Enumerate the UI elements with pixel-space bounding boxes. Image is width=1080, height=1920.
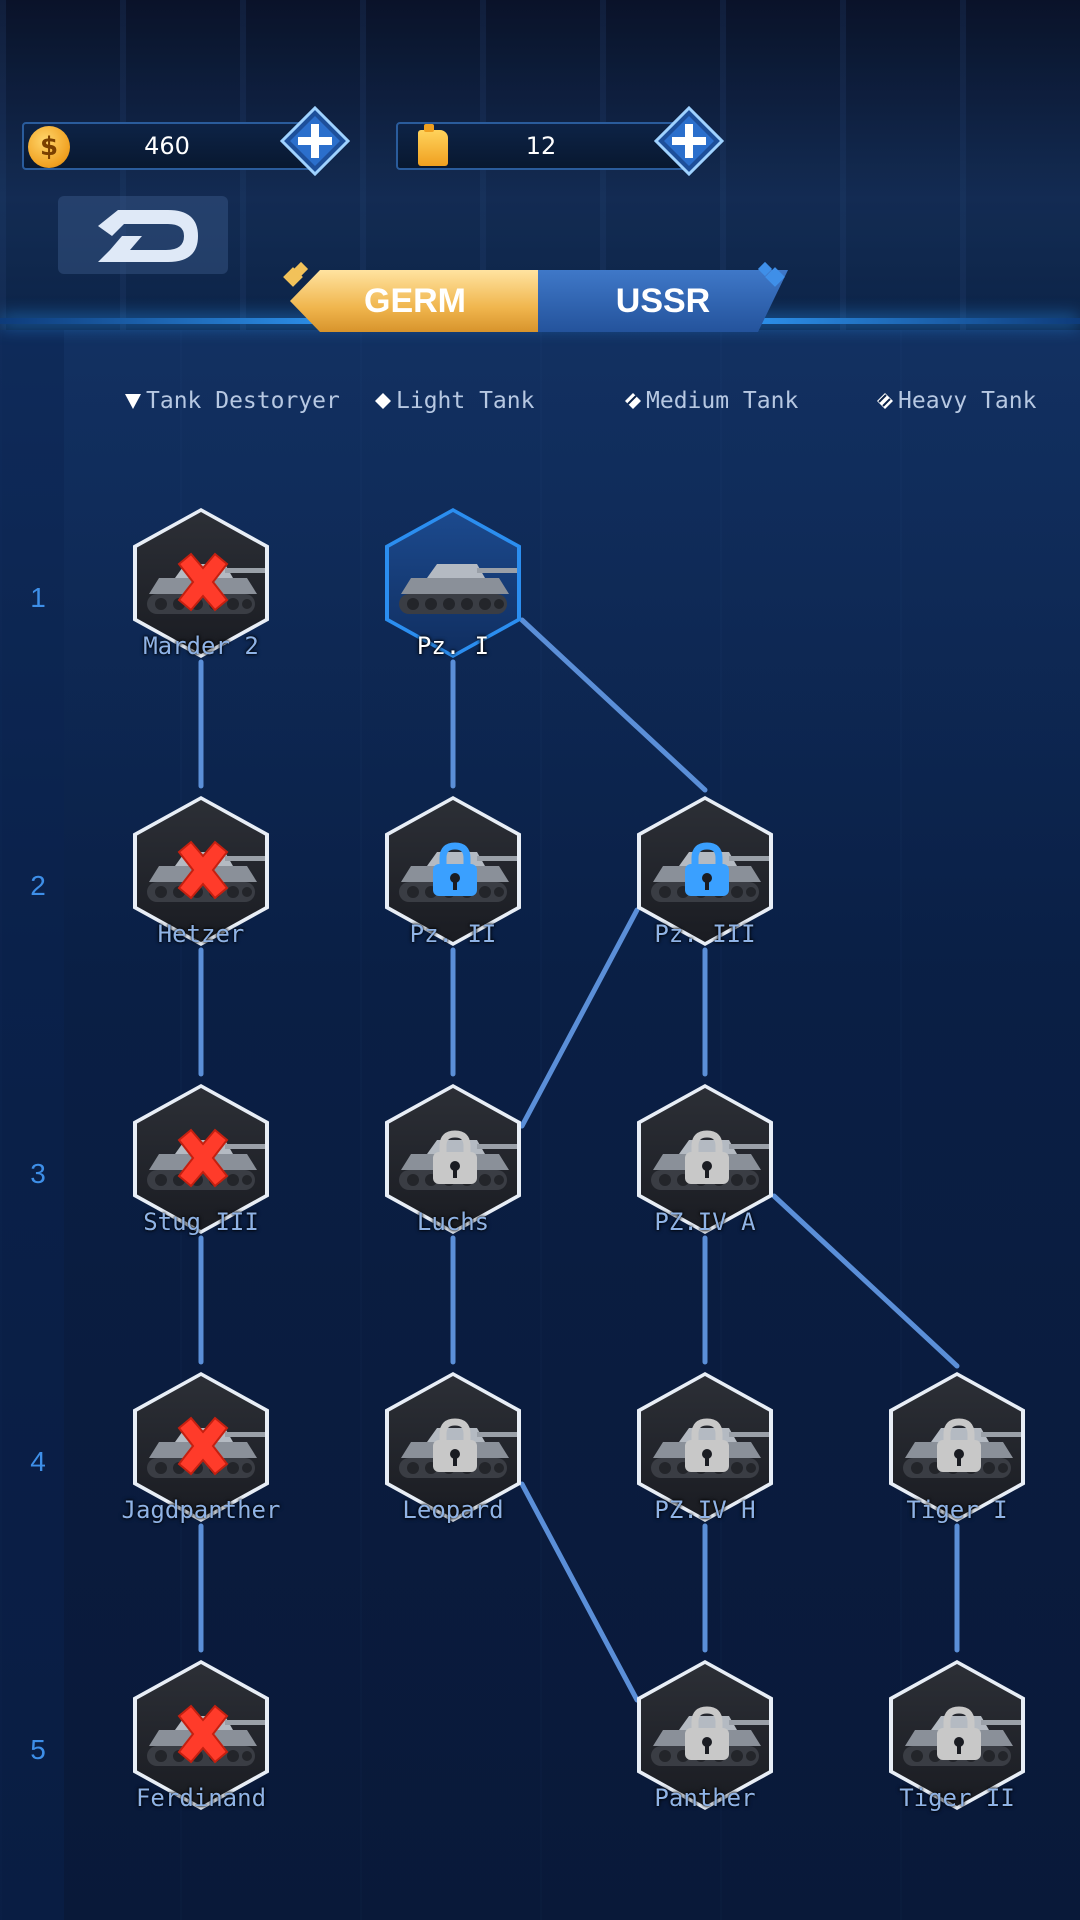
tank-node-pz1[interactable]: Pz. I — [373, 508, 533, 678]
red-x-icon — [177, 1704, 229, 1764]
tank-node-pz4h[interactable]: PZ.IV H — [625, 1372, 785, 1542]
grey-lock-icon — [685, 1706, 729, 1760]
add-gold-button[interactable] — [280, 106, 350, 176]
grey-lock-icon — [685, 1418, 729, 1472]
tier-label-2: 2 — [30, 870, 46, 901]
tank-icon — [651, 1140, 769, 1190]
tier-label-4: 4 — [30, 1446, 46, 1477]
tank-node-hetzer[interactable]: Hetzer — [121, 796, 281, 966]
legend-label: Tank Destoryer — [146, 388, 340, 414]
tank-name: Pz. III — [654, 920, 756, 948]
add-fuel-button[interactable] — [654, 106, 724, 176]
tank-name: Panther — [654, 1784, 756, 1812]
tank-name: Leopard — [402, 1496, 504, 1524]
tank-node-marder2[interactable]: Marder 2 — [121, 508, 281, 678]
tank-node-pz3[interactable]: Pz. III — [625, 796, 785, 966]
tank-name: Stug III — [143, 1208, 259, 1236]
fuel-amount: 12 — [525, 132, 557, 160]
tank-node-ferdinand[interactable]: Ferdinand — [121, 1660, 281, 1830]
legend-label: Light Tank — [396, 388, 535, 414]
tab-germ[interactable]: GERM — [290, 270, 540, 332]
tab-ussr[interactable]: USSR — [538, 270, 788, 332]
tank-name: Luchs — [416, 1208, 490, 1236]
legend-tank-destroyer: Tank Destoryer — [124, 386, 340, 416]
tank-name: PZ.IV H — [654, 1496, 756, 1524]
tank-node-panther[interactable]: Panther — [625, 1660, 785, 1830]
legend-label: Heavy Tank — [898, 388, 1037, 414]
tank-name: Pz. II — [409, 920, 497, 948]
tank-icon — [399, 564, 517, 614]
tank-node-stug3[interactable]: Stug III — [121, 1084, 281, 1254]
red-x-icon — [177, 840, 229, 900]
red-x-icon — [177, 552, 229, 612]
tank-name: Jagdpanther — [121, 1496, 281, 1524]
grey-lock-icon — [937, 1418, 981, 1472]
tier-label-3: 3 — [30, 1158, 46, 1189]
tank-node-pz2[interactable]: Pz. II — [373, 796, 533, 966]
tier-rail — [0, 330, 64, 1920]
tank-name: Tiger I — [906, 1496, 1008, 1524]
red-x-icon — [177, 1128, 229, 1188]
grey-lock-icon — [937, 1706, 981, 1760]
tier-label-1: 1 — [30, 582, 46, 613]
dollar-coin-icon: $ — [28, 126, 70, 168]
legend-light-tank: Light Tank — [374, 386, 534, 416]
grey-lock-icon — [433, 1130, 477, 1184]
fuel-currency-bar: 12 — [396, 106, 724, 176]
triple-diamond-icon — [877, 393, 893, 409]
legend-label: Medium Tank — [646, 388, 799, 414]
triangle-icon — [125, 394, 141, 409]
legend-heavy-tank: Heavy Tank — [876, 386, 1036, 416]
tier-label-5: 5 — [30, 1734, 46, 1765]
gold-amount: 460 — [144, 132, 190, 160]
tank-name: Pz. I — [416, 632, 490, 660]
nation-tabs: GERM USSR — [283, 261, 790, 338]
tank-node-tiger2[interactable]: Tiger II — [877, 1660, 1037, 1830]
diamond-icon — [375, 393, 391, 409]
blue-lock-icon — [433, 842, 477, 896]
grey-lock-icon — [433, 1418, 477, 1472]
tank-name: Hetzer — [157, 920, 245, 948]
tank-name: Marder 2 — [143, 632, 259, 660]
back-arrow-icon — [98, 210, 198, 262]
tank-name: PZ.IV A — [654, 1208, 756, 1236]
tank-node-luchs[interactable]: Luchs — [373, 1084, 533, 1254]
back-button[interactable] — [58, 196, 228, 274]
double-diamond-icon — [625, 393, 641, 409]
tank-name: Ferdinand — [135, 1784, 267, 1812]
blue-lock-icon — [685, 842, 729, 896]
legend-medium-tank: Medium Tank — [624, 386, 798, 416]
tank-node-tiger1[interactable]: Tiger I — [877, 1372, 1037, 1542]
tank-node-jagdpanther[interactable]: Jagdpanther — [121, 1372, 281, 1542]
tank-name: Tiger II — [899, 1784, 1015, 1812]
tank-node-pz4a[interactable]: PZ.IV A — [625, 1084, 785, 1254]
tank-node-leopard[interactable]: Leopard — [373, 1372, 533, 1542]
gold-currency-bar: $ 460 — [22, 106, 350, 176]
grey-lock-icon — [685, 1130, 729, 1184]
fuel-can-icon — [418, 124, 448, 166]
red-x-icon — [177, 1416, 229, 1476]
